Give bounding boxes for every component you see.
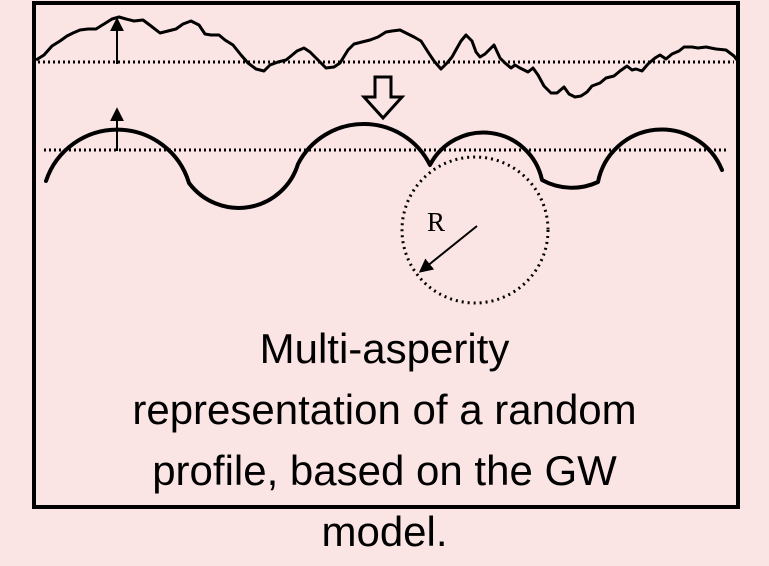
diagram-frame: [32, 1, 740, 509]
multi-asperity-profile: [44, 122, 724, 210]
caption-line: profile, based on the GW: [152, 447, 617, 494]
radius-label: R: [427, 207, 445, 237]
random-surface-profile: [35, 15, 739, 99]
diagram-caption: Multi-asperity representation of a rando…: [0, 318, 769, 562]
radius-arrow: [418, 225, 478, 273]
caption-line: model.: [321, 508, 448, 555]
caption-line: representation of a random: [132, 386, 637, 433]
asperity-circle: [400, 155, 550, 305]
transform-down-arrow-icon: [360, 75, 406, 121]
caption-line: Multi-asperity: [259, 325, 510, 372]
